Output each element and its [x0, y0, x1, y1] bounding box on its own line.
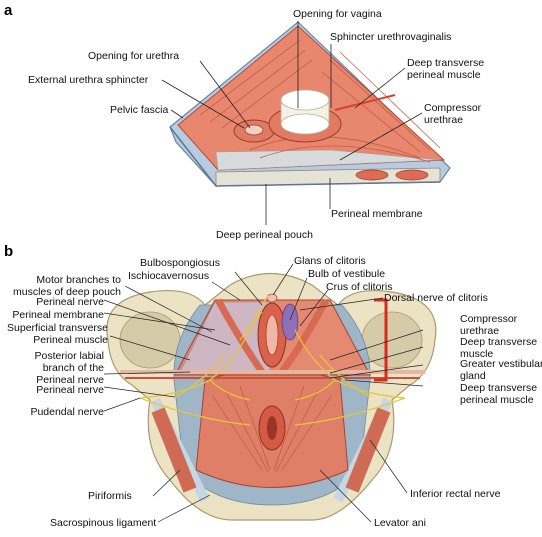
label-compressor-a-2: urethrae [424, 114, 464, 126]
label-greater-vestibular-2: gland [460, 370, 486, 382]
label-external-urethra-sphincter: External urethra sphincter [28, 74, 149, 86]
label-inferior-rectal-nerve: Inferior rectal nerve [410, 488, 501, 500]
label-pudendal-nerve: Pudendal nerve [30, 406, 104, 418]
deep-pouch-floor [215, 149, 441, 171]
panel-b-letter: b [4, 243, 14, 260]
label-crus-clitoris: Crus of clitoris [326, 281, 393, 293]
label-deep-transverse-b-2: muscle [460, 348, 494, 360]
panel-a-leaders [161, 21, 423, 225]
piriformis-left [151, 407, 197, 493]
label-deep-transverse-perineal-1: Deep transverse [460, 382, 538, 394]
urethra-opening [244, 124, 264, 136]
label-motor-branches-2: muscles of deep pouch [13, 286, 121, 298]
deep-pouch-bracket [374, 298, 388, 382]
panel-b-illustration [106, 272, 437, 521]
label-compressor-b-2: urethrae [460, 325, 500, 337]
muscle-fibres-a [199, 39, 441, 163]
label-greater-vestibular-1: Greater vestibular [460, 358, 542, 370]
label-ischiocavernosus: Ischiocavernosus [128, 270, 210, 282]
label-levator-ani: Levator ani [374, 517, 426, 529]
label-bulbospongiosus: Bulbospongiosus [140, 257, 220, 269]
label-perineal-nerve-bottom: Perineal nerve [36, 384, 104, 396]
piriformis-right [345, 407, 391, 493]
left-ischial-tuberosity [119, 311, 181, 369]
label-sphincter-urethrovaginalis: Sphincter urethrovaginalis [330, 31, 452, 43]
label-opening-urethra: Opening for urethra [88, 50, 180, 62]
bulb-of-vestibule [281, 303, 299, 341]
nerves [139, 295, 406, 426]
label-posterior-labial-1: Posterior labial [34, 350, 104, 362]
label-bulb-vestibule: Bulb of vestibule [308, 268, 386, 280]
panel-a-illustration [169, 21, 451, 187]
label-posterior-labial-3: Perineal nerve [36, 374, 104, 386]
label-deep-transverse-a-1: Deep transverse [407, 57, 485, 69]
vestibule [265, 314, 279, 356]
fascia-edge-line [169, 126, 441, 187]
label-pelvic-fascia: Pelvic fascia [110, 104, 169, 116]
label-superficial-transverse-2: Perineal muscle [33, 334, 108, 346]
label-perineal-nerve-top: Perineal nerve [36, 296, 104, 308]
glans-of-clitoris [266, 293, 278, 303]
label-superficial-transverse-1: Superficial transverse [7, 322, 108, 334]
ischiocavernosus-right [279, 298, 330, 375]
label-deep-perineal-pouch: Deep perineal pouch [216, 229, 313, 241]
panel-a-letter: a [4, 2, 13, 19]
panel-b-leaders [103, 263, 424, 523]
anus [267, 416, 277, 440]
cut-muscle-end-2 [395, 169, 429, 181]
label-posterior-labial-2: branch of the [42, 362, 104, 374]
label-piriformis: Piriformis [88, 490, 132, 502]
label-perineal-membrane-a: Perineal membrane [331, 208, 423, 220]
label-motor-branches-1: Motor branches to [36, 274, 121, 286]
ischiocavernosus-left [214, 298, 265, 374]
label-compressor-a-1: Compressor [424, 102, 482, 114]
label-dorsal-nerve: Dorsal nerve of clitoris [384, 292, 488, 304]
label-glans-clitoris: Glans of clitoris [294, 255, 366, 267]
cut-muscle-end-1 [355, 169, 389, 181]
levator-fibres [211, 385, 333, 473]
label-compressor-b-1: Compressor [460, 313, 518, 325]
label-deep-transverse-b-1: Deep transverse [460, 336, 538, 348]
vagina-opening [280, 89, 330, 111]
label-deep-transverse-a-2: perineal muscle [407, 69, 481, 81]
deep-transverse-stripe [334, 94, 396, 111]
label-sacrospinous-ligament: Sacrospinous ligament [50, 517, 157, 529]
label-opening-vagina: Opening for vagina [293, 8, 382, 20]
label-deep-transverse-perineal-2: perineal muscle [460, 394, 534, 406]
label-perineal-membrane-b: Perineal membrane [12, 309, 104, 321]
vagina-opening-lower [280, 113, 330, 135]
